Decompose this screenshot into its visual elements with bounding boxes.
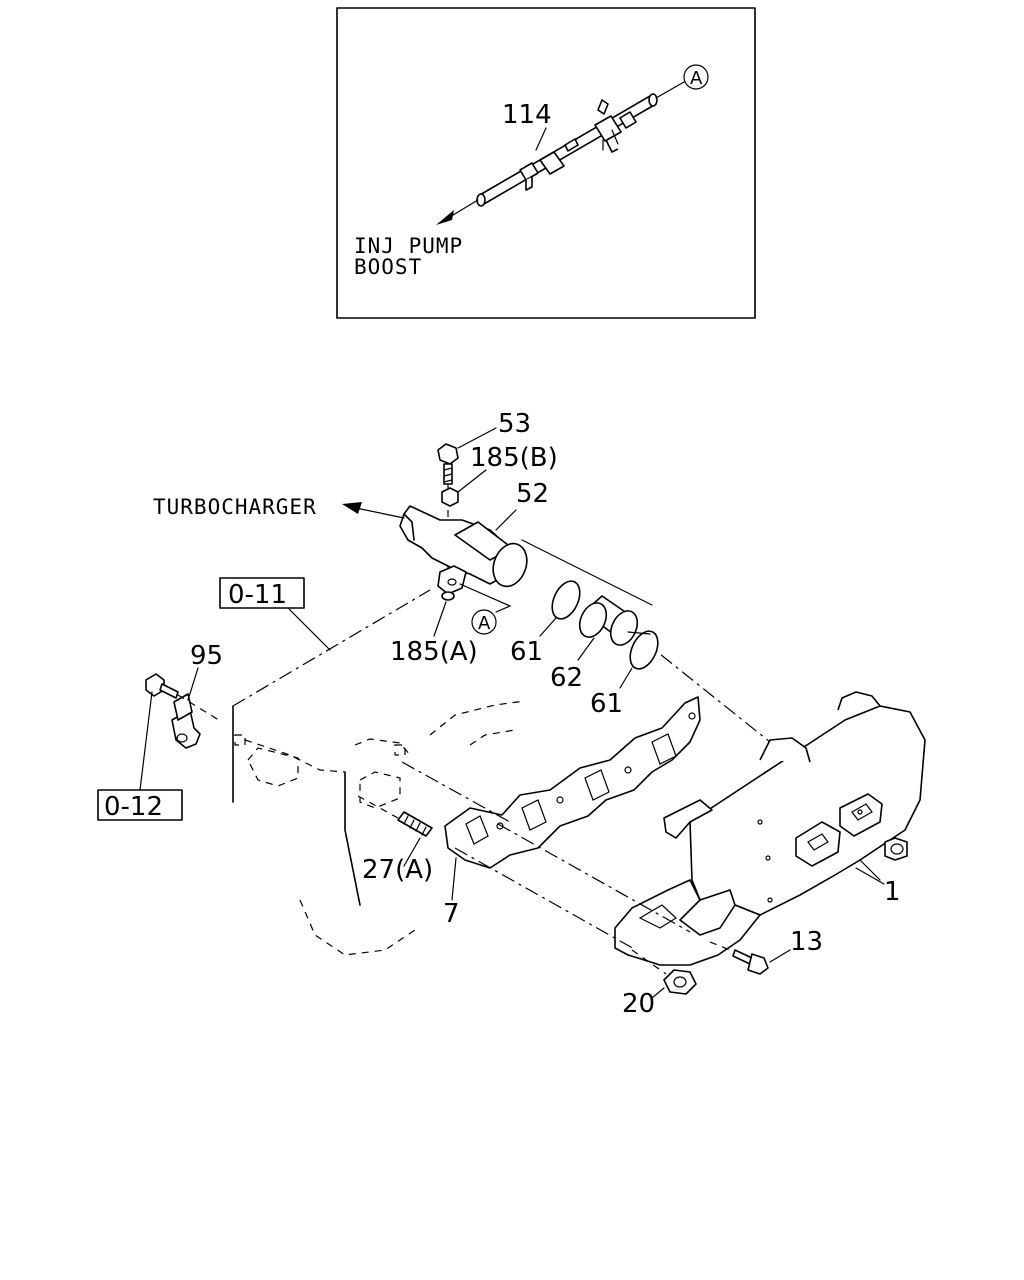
turbo-arrow-head [342, 502, 362, 514]
callout-95: 95 [190, 641, 223, 671]
ref-letter-a-main: A [478, 613, 491, 634]
callout-20: 20 [622, 989, 655, 1019]
callout-7: 7 [443, 899, 460, 929]
inset-detail-a: 114 A INJ PUMP BOOST [336, 7, 756, 319]
leader-52 [495, 509, 517, 531]
callout-13: 13 [790, 927, 823, 957]
exhaust-manifold-1 [614, 691, 926, 966]
ref-box-011 [219, 577, 305, 609]
inset-frame [336, 7, 756, 319]
align-line-mid [497, 823, 691, 933]
clamp-61-right [627, 630, 659, 670]
gasket-7 [444, 696, 701, 869]
leader-61-right [619, 667, 633, 689]
clamp-61-left [551, 580, 581, 620]
callout-185b: 185(B) [470, 443, 558, 473]
ref-circle-a-main [471, 609, 497, 635]
leader-185a [433, 601, 447, 637]
turbocharger-label: TURBOCHARGER [153, 495, 317, 519]
callout-61-left: 61 [510, 637, 543, 667]
leader-114 [535, 127, 547, 151]
leader-20 [651, 987, 665, 999]
ref-letter-a-inset: A [690, 68, 703, 89]
washer-185b [441, 487, 459, 507]
align-line-turbo [639, 637, 771, 743]
leader-27a [403, 837, 421, 867]
callout-1: 1 [884, 877, 901, 907]
leader-ref-a [459, 583, 512, 613]
leader-13 [769, 949, 791, 963]
leader-1 [855, 867, 885, 885]
leader-011 [287, 607, 331, 651]
align-line-lower [454, 847, 637, 951]
leader-61-left [539, 617, 557, 637]
main-assembly: 27(A) 7 1 13 20 95 [97, 409, 926, 1019]
ref-box-012 [97, 789, 183, 821]
leader-185b [457, 469, 487, 493]
leader-53 [457, 427, 497, 449]
elbow-pipe-52 [399, 505, 528, 595]
nut-20 [631, 949, 697, 995]
leader-62 [577, 637, 595, 661]
pipe-guide-line [521, 539, 653, 606]
callout-114: 114 [502, 100, 552, 130]
engine-block [232, 589, 526, 956]
stud-27a [357, 795, 433, 837]
callout-185a: 185(A) [390, 637, 478, 667]
bracket-95 [145, 673, 223, 749]
turbo-arrow-line [355, 507, 405, 519]
sleeve-62 [578, 595, 639, 646]
callout-53: 53 [498, 409, 531, 439]
callout-52: 52 [516, 479, 549, 509]
boost-label: BOOST [354, 255, 422, 279]
leader-95 [187, 667, 199, 701]
leader-012 [139, 691, 153, 791]
align-line-upper [401, 761, 511, 823]
ref-box-012-label: 0-12 [104, 792, 163, 822]
callout-61-right: 61 [590, 689, 623, 719]
inj-pump-label: INJ PUMP [354, 234, 463, 258]
callout-62: 62 [550, 663, 583, 693]
ref-box-011-label: 0-11 [228, 580, 287, 610]
leader-7 [451, 857, 457, 901]
boost-pipe-114 [436, 81, 685, 225]
bolt-13 [709, 941, 769, 975]
washer-185a [441, 591, 455, 601]
callout-27a: 27(A) [362, 855, 433, 885]
ref-circle-a-inset [683, 64, 709, 90]
